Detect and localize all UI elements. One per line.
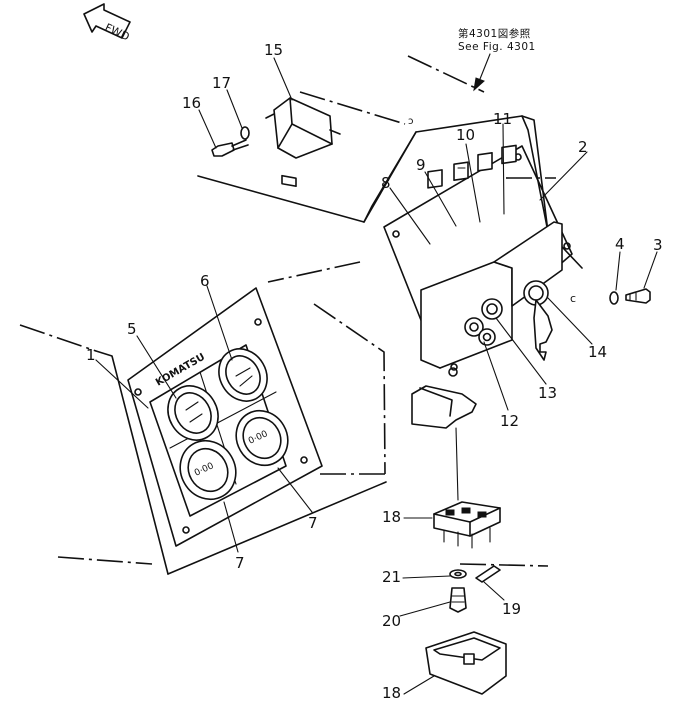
gauge-panel: KOMATSU 0·00 0·00 [127, 287, 323, 547]
gauge-5 [167, 385, 219, 441]
callout-9: 9 [416, 156, 426, 174]
gauge-7-left: 0·00 [179, 439, 237, 501]
bolt-16 [211, 139, 249, 157]
reference-note-ja: 第4301図参照 [458, 27, 531, 40]
screw-3 [625, 288, 651, 304]
switch-panel [383, 144, 573, 371]
rotary-switch-12 [464, 317, 496, 346]
part-15-box [265, 97, 341, 188]
warning-lamp-9 [453, 161, 469, 182]
callout-13: 13 [538, 384, 557, 402]
callout-18-lower: 18 [382, 684, 401, 702]
callout-10: 10 [456, 126, 475, 144]
bracket [411, 367, 477, 501]
washer-4 [609, 291, 619, 305]
screw-20 [449, 587, 467, 613]
rotary-switch-13 [481, 298, 503, 320]
key-switch-14 [523, 280, 553, 361]
dashboard-body [95, 115, 583, 575]
callout-1: 1 [86, 346, 96, 364]
callout-16: 16 [182, 94, 201, 112]
dashboard-outline [19, 55, 556, 567]
svg-text:ↄ: ↄ [408, 116, 414, 127]
gauge-7-right: 0·00 [235, 409, 289, 467]
connector-18 [433, 501, 501, 549]
callout-14: 14 [588, 343, 607, 361]
svg-text:c: c [570, 292, 576, 305]
callout-17: 17 [212, 74, 231, 92]
pin-19 [475, 565, 501, 583]
gauge-6 [218, 348, 268, 402]
callout-7-left: 7 [235, 554, 245, 572]
callout-20: 20 [382, 612, 401, 630]
callout-6: 6 [200, 272, 210, 290]
callout-4: 4 [615, 235, 625, 253]
callout-labels: 1 2 3 4 5 6 7 7 8 9 10 11 12 13 14 15 16… [86, 41, 663, 702]
washer-21 [449, 569, 467, 579]
callout-11: 11 [493, 110, 512, 128]
warning-lamp-10 [477, 152, 493, 172]
leader-lines [95, 57, 658, 695]
callout-21: 21 [382, 568, 401, 586]
washer-17 [240, 126, 250, 140]
callout-5: 5 [127, 320, 137, 338]
cover-18 [425, 631, 507, 695]
callout-15: 15 [264, 41, 283, 59]
callout-19: 19 [502, 600, 521, 618]
callout-8: 8 [381, 174, 391, 192]
callout-18-upper: 18 [382, 508, 401, 526]
callout-3: 3 [653, 236, 663, 254]
callout-12: 12 [500, 412, 519, 430]
callout-2: 2 [578, 138, 588, 156]
warning-lamp-11 [501, 144, 517, 165]
reference-note-en: See Fig. 4301 [458, 41, 536, 53]
callout-7-right: 7 [308, 514, 318, 532]
fwd-arrow: FWD [83, 3, 132, 44]
reference-note: 第4301図参照 See Fig. 4301 [458, 27, 536, 92]
warning-lamp-8 [427, 169, 443, 189]
